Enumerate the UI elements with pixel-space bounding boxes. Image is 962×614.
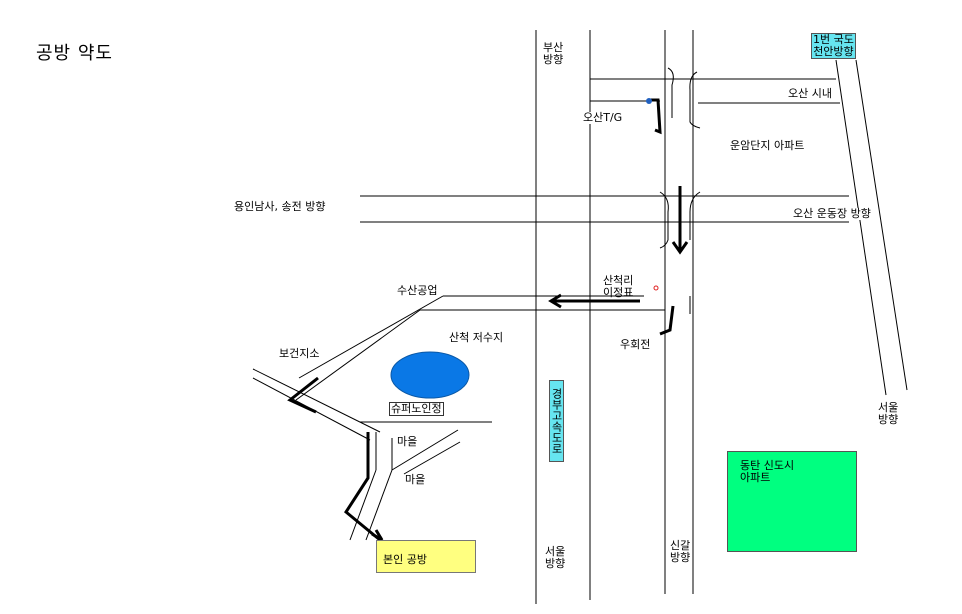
page-title: 공방 약도	[36, 43, 113, 64]
label-busan: 부산 방향	[543, 41, 564, 66]
label-singal: 신갈 방향	[670, 539, 691, 564]
red-dot-icon	[653, 285, 659, 291]
village-road-3	[391, 429, 459, 471]
blue-dot-icon	[646, 98, 652, 104]
label-susan: 수산공업	[397, 284, 438, 297]
label-village-2: 마을	[405, 473, 426, 486]
label-reservoir: 산척 저수지	[449, 331, 504, 344]
arrow-tg	[648, 98, 662, 135]
village-road-5	[365, 469, 393, 541]
diagonal-road-1	[835, 59, 887, 396]
label-unam-apt: 운암단지 아파트	[730, 139, 805, 152]
label-osan-tg: 오산T/G	[583, 111, 623, 124]
label-osan-stadium: 오산 운동장 방향	[793, 207, 871, 220]
label-super: 슈퍼노인정	[389, 402, 444, 416]
label-expressway: 경부고속도로	[549, 380, 564, 462]
dongtan-box: 동탄 신도시 아파트	[727, 451, 857, 552]
label-yongin: 용인남사, 송전 방향	[234, 200, 326, 213]
ramp-curve-2	[689, 71, 701, 129]
label-village-1: 마을	[397, 435, 418, 448]
ramp-curve-1	[667, 67, 674, 118]
label-route1: 1번 국도 천안방향	[811, 33, 856, 59]
label-uhoe: 우회전	[620, 338, 651, 351]
village-road-4	[349, 469, 377, 541]
label-seoul-mid: 서울 방향	[545, 545, 566, 570]
diagonal-road-2	[855, 59, 908, 391]
arrow-village-head	[371, 529, 384, 542]
ramp-curve-3	[659, 191, 669, 249]
arrow-village	[344, 432, 381, 542]
label-health-center: 보건지소	[279, 347, 320, 360]
label-seoul-right: 서울 방향	[878, 401, 899, 426]
arrow-down-head	[671, 241, 689, 255]
ramp-curve-4	[689, 191, 701, 240]
diag-road-b	[298, 295, 444, 379]
village-road-6	[403, 441, 461, 475]
arrow-left-head	[548, 293, 562, 309]
arrow-turn	[659, 305, 675, 336]
workshop-box: 본인 공방	[376, 540, 476, 573]
health-road-1	[252, 368, 381, 433]
label-sanchuk-sign: 산척리 이정표	[603, 274, 634, 299]
label-osan-city: 오산 시내	[788, 87, 832, 100]
reservoir-ellipse	[390, 351, 470, 399]
diag-road-a	[295, 309, 421, 401]
arrow-health	[287, 376, 319, 414]
